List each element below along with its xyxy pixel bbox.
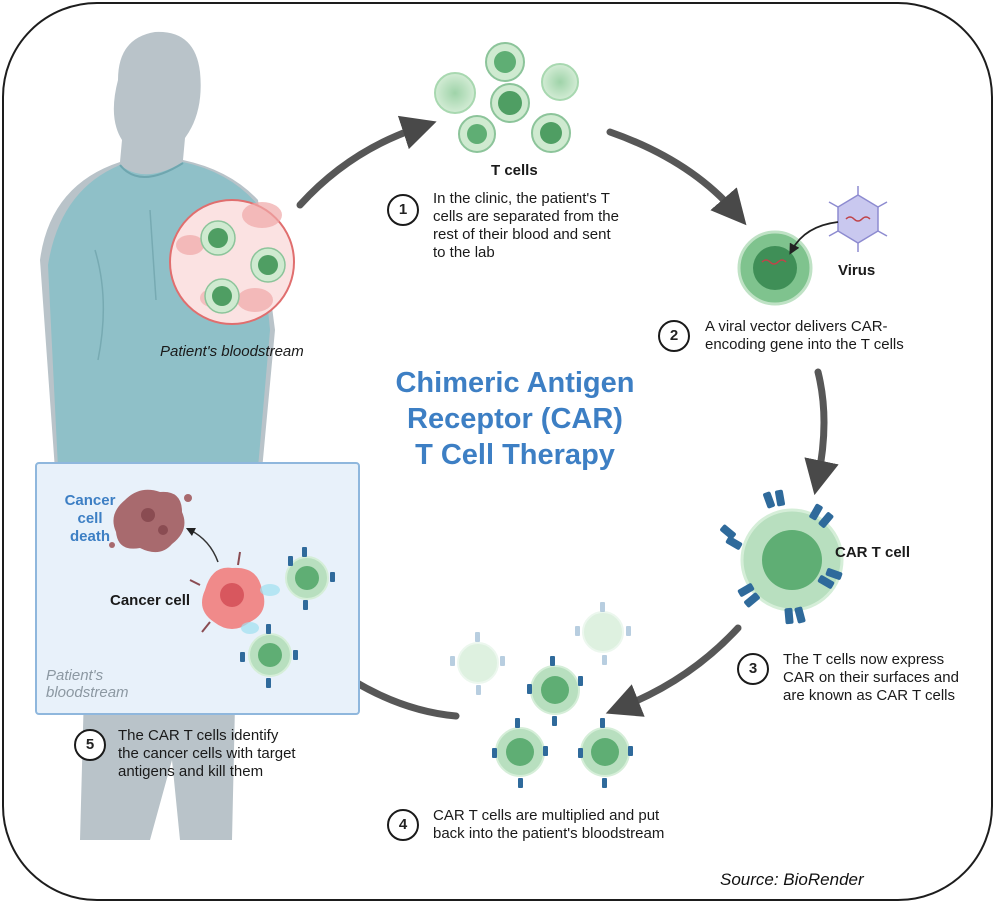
step-5-text: The CAR T cells identify the cancer cell… [118,727,296,781]
step-5-line: antigens and kill them [118,763,264,780]
diagram-title: Chimeric Antigen Receptor (CAR) T Cell T… [350,365,680,473]
step-2-line: A viral vector delivers CAR- [705,318,888,335]
multiplied-car-t-cells [450,602,633,788]
step-3-number: 3 [737,653,769,685]
step-4-number: 4 [387,809,419,841]
step-1-line: rest of their blood and sent [433,226,611,243]
title-line-1: Chimeric Antigen [395,367,635,399]
label-car-t-cell: CAR T cell [835,544,911,561]
cancer-cell-death-blob [109,489,192,553]
step-5-number: 5 [74,729,106,761]
label-inset-bloodstream: Patient's bloodstream [46,667,129,701]
ccd-line-3: death [69,528,110,545]
step-3-line: The T cells now express [783,651,945,668]
step-4-text: CAR T cells are multiplied and put back … [433,807,664,843]
step-2-line: encoding gene into the T cells [705,336,904,353]
step-1-text: In the clinic, the patient's T cells are… [433,190,619,262]
step-1-number: 1 [387,194,419,226]
step-1-line: In the clinic, the patient's T [433,190,610,207]
step-3-line: are known as CAR T cells [783,687,956,704]
step-4-line: CAR T cells are multiplied and put [433,807,660,824]
car-t-cell-illustration [720,489,844,625]
t-cells-cluster [434,42,579,153]
viral-vector-illustration [737,186,888,306]
label-cancer-cell: Cancer cell [110,592,191,609]
step-3-text: The T cells now express CAR on their sur… [783,651,959,705]
inset-bloodstream-line-1: Patient's [46,667,104,684]
step-1-line: cells are separated from the [433,208,619,225]
label-patients-bloodstream: Patient's bloodstream [160,343,304,360]
step-5-line: the cancer cells with target [118,745,296,762]
step-4-line: back into the patient's bloodstream [433,825,665,842]
cancer-cell-illustration [189,551,265,633]
death-arrow [185,527,219,563]
label-t-cells: T cells [491,162,538,179]
title-line-2: Receptor (CAR) [407,403,623,435]
step-2-text: A viral vector delivers CAR- encoding ge… [705,318,904,354]
step-5-line: The CAR T cells identify [118,727,279,744]
ccd-line-2: cell [77,510,103,527]
inset-car-t-cells [240,547,335,688]
step-2-number: 2 [658,320,690,352]
bloodstream-magnifier [169,199,295,325]
source-credit: Source: BioRender [720,870,864,889]
step-1-line: to the lab [433,244,495,261]
title-line-3: T Cell Therapy [415,439,615,471]
label-cancer-cell-death: Cancer cell death [50,492,130,546]
inset-bloodstream-line-2: bloodstream [46,684,129,701]
step-3-line: CAR on their surfaces and [783,669,959,686]
label-virus: Virus [838,262,876,279]
ccd-line-1: Cancer [64,492,116,509]
